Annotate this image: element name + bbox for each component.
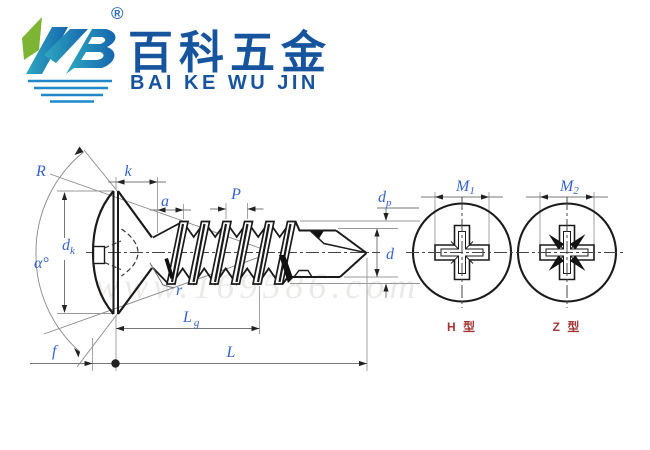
dim-label-M2: M2: [559, 178, 579, 197]
logo-b-notch-bottom: [81, 52, 104, 60]
brand-title-english: BAI KE WU JIN: [130, 72, 319, 94]
dim-label-dk: dk: [62, 237, 76, 257]
dim-label-k: k: [124, 163, 132, 180]
logo-b-notch-top: [88, 37, 106, 44]
logo-leaf-shape: [22, 17, 42, 60]
brand-logo: ® 百科五金 BAI KE WU JIN: [8, 4, 353, 108]
recess-slot-notch: [92, 245, 106, 265]
logo-k-arm: [44, 29, 88, 63]
z-type-label: Z 型: [553, 319, 582, 334]
witness-lines: [57, 177, 595, 371]
dim-label-M1: M1: [455, 178, 475, 197]
angle-ray-bottom: [76, 312, 119, 368]
dim-label-R: R: [35, 163, 46, 180]
radius-construction-line-bottom: [43, 253, 269, 335]
screw-outline: [91, 190, 368, 315]
drill-point: [279, 221, 368, 285]
length-origin-dot: [111, 359, 120, 368]
dim-label-f: f: [52, 343, 59, 360]
logo-kb-mark-icon: [22, 17, 116, 103]
logo-k-stem: [26, 27, 68, 74]
dim-label-alpha: α°: [34, 255, 49, 272]
fillet-leader-line: [149, 262, 175, 289]
dim-label-a: a: [161, 193, 169, 210]
hidden-recess-outline: [121, 228, 139, 277]
registered-trademark-icon: ®: [111, 4, 124, 23]
thread-turns: [165, 220, 297, 285]
dim-label-d: d: [386, 246, 395, 263]
dim-label-dp: dp: [378, 189, 392, 209]
dim-label-P: P: [230, 186, 241, 203]
angle-dimension-arc: [35, 151, 84, 353]
angle-ray-top: [83, 149, 119, 193]
dim-label-r: r: [176, 282, 183, 299]
logo-stripes: [28, 79, 112, 103]
brand-title-chinese: 百科五金: [128, 27, 333, 78]
h-type-label: H 型: [447, 319, 477, 334]
radius-construction-line-top: [49, 173, 269, 252]
dim-label-L: L: [226, 344, 236, 361]
